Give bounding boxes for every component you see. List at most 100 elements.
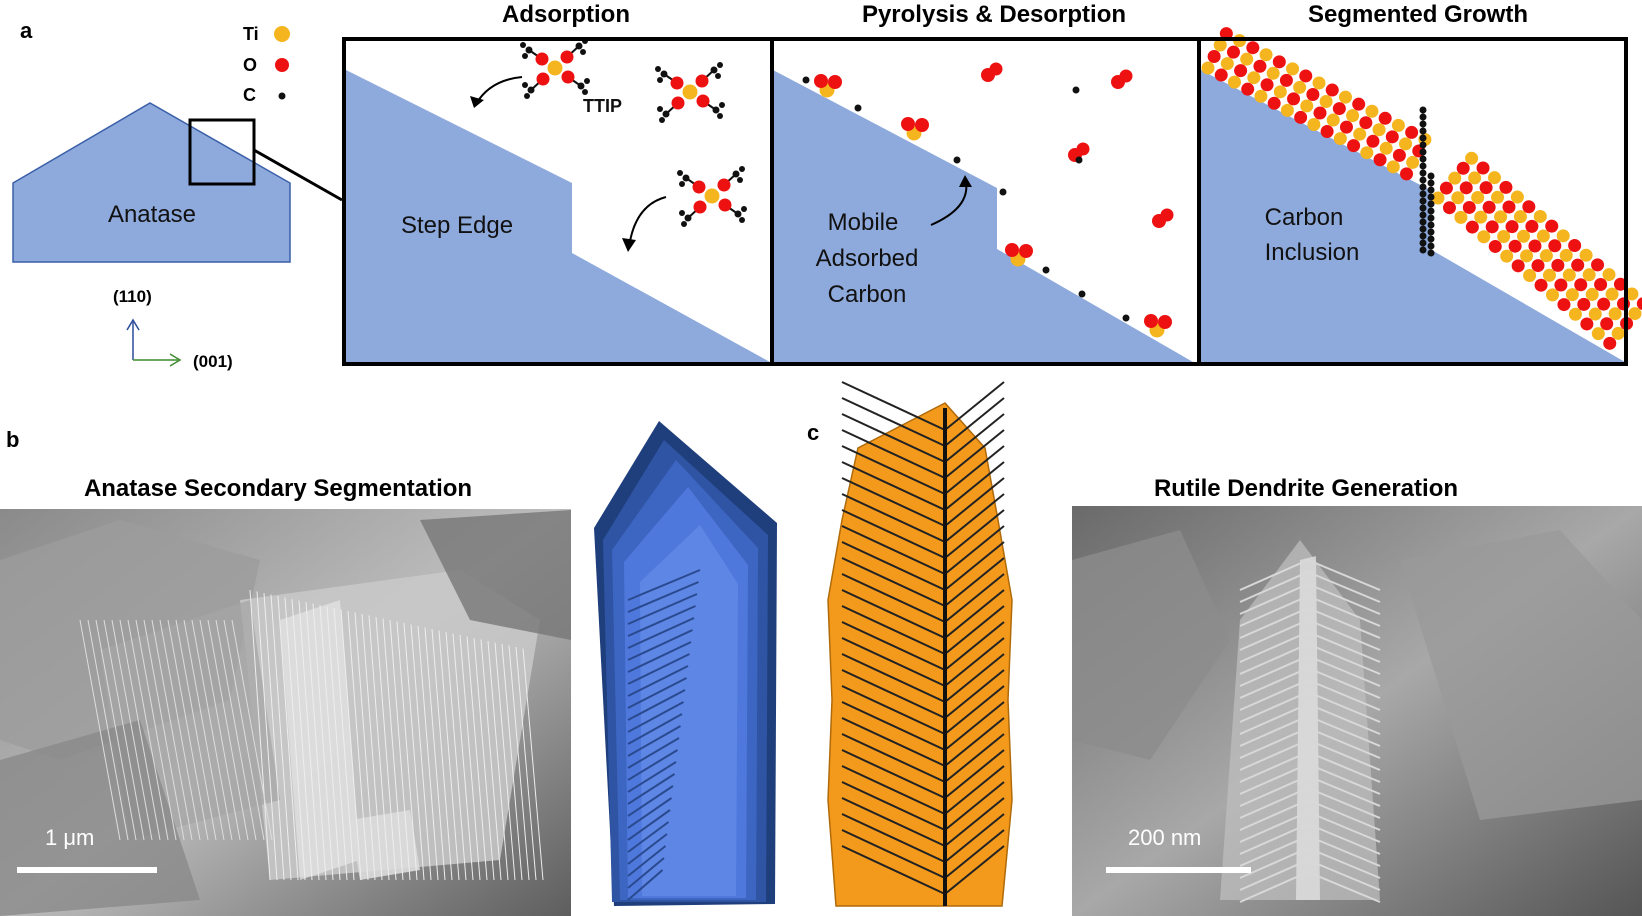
oxygen-atom xyxy=(1299,69,1313,83)
carbon-atom xyxy=(1427,179,1435,187)
sem-striation xyxy=(312,603,334,881)
sem-branch xyxy=(1307,835,1381,867)
titanium-atom xyxy=(1399,137,1413,151)
titanium-atom xyxy=(1353,127,1367,141)
carbon-atom xyxy=(1419,141,1427,149)
oxygen-atom xyxy=(1400,167,1414,181)
dendrite-branch xyxy=(841,589,946,639)
oxygen-atom xyxy=(717,178,731,192)
crystal-spike xyxy=(627,605,696,637)
dendrite-branch xyxy=(944,829,1005,879)
crystal-spike xyxy=(627,629,693,661)
dendrite-branch xyxy=(841,717,946,767)
adsorption-box: Step Edge TTIP xyxy=(346,70,770,362)
titanium-atom xyxy=(547,60,563,76)
sem-branch xyxy=(1239,727,1309,759)
carbon-atom xyxy=(1427,200,1435,208)
titanium-atom xyxy=(1312,76,1326,90)
carbon-atom xyxy=(953,156,961,164)
titanium-atom xyxy=(1300,99,1314,113)
carbon-atom xyxy=(1427,193,1435,201)
titanium-atom xyxy=(1259,48,1273,62)
oxygen-atom xyxy=(828,75,842,89)
oxygen-atom xyxy=(1574,278,1588,292)
oxygen-atom xyxy=(1005,243,1019,257)
titanium-atom xyxy=(1582,268,1596,282)
crystal-spike xyxy=(627,797,673,829)
sem-branch xyxy=(1239,703,1309,735)
carbon-atom xyxy=(659,117,665,123)
carbon-atom xyxy=(741,206,747,212)
carbon-atom xyxy=(684,214,692,222)
oxygen-atom xyxy=(1528,239,1542,253)
carbon-atom xyxy=(682,174,690,182)
carbon-atom xyxy=(715,73,721,79)
carbon-atom xyxy=(1419,218,1427,226)
dendrite-branch xyxy=(841,573,946,623)
carbon-atom xyxy=(1427,249,1435,257)
oxygen-atom xyxy=(693,200,707,214)
dendrite-branch xyxy=(944,397,1005,447)
carbon-atom xyxy=(1419,211,1427,219)
box-title-pyrolysis: Pyrolysis & Desorption xyxy=(862,1,1126,28)
carbon-atom xyxy=(1078,290,1086,298)
oxygen-atom xyxy=(1502,200,1516,214)
mobile-carbon-label-line2: Adsorbed xyxy=(816,245,919,272)
crystal-spike xyxy=(627,653,690,685)
sem-branch xyxy=(1239,811,1309,843)
oxygen-atom xyxy=(1160,208,1174,222)
carbon-atom xyxy=(1427,242,1435,250)
titanium-atom xyxy=(1326,113,1340,127)
titanium-atom xyxy=(1273,85,1287,99)
oxygen-atom xyxy=(1313,106,1327,120)
oxygen-atom xyxy=(1488,239,1502,253)
titanium-atom xyxy=(1591,327,1605,341)
sem-striation xyxy=(167,619,209,841)
dendrite-branch xyxy=(944,685,1005,735)
crystal-spike xyxy=(627,701,684,733)
sem-branch xyxy=(1239,715,1309,747)
carbon-atom xyxy=(1419,225,1427,233)
carbon-atom xyxy=(520,42,526,48)
sem-striation xyxy=(256,591,278,881)
oxygen-atom xyxy=(1253,59,1267,73)
carbon-atom xyxy=(525,46,533,54)
sem-branch xyxy=(1239,835,1309,867)
oxygen-atom xyxy=(1347,139,1361,153)
legend-ti-label: Ti xyxy=(243,24,259,44)
carbon-atom xyxy=(1419,232,1427,240)
titanium-atom xyxy=(1585,287,1599,301)
titanium-atom xyxy=(1379,141,1393,155)
oxygen-atom xyxy=(1158,315,1172,329)
carbon-atom xyxy=(1427,186,1435,194)
sem-striation xyxy=(445,631,467,881)
carbon-atom xyxy=(719,102,725,108)
sem-striation xyxy=(231,619,273,841)
dendrite-branch xyxy=(944,541,1005,591)
oxygen-atom xyxy=(1385,130,1399,144)
dendrite-branch xyxy=(841,749,946,799)
oxygen-atom xyxy=(1557,298,1571,312)
carbon-atom xyxy=(1419,106,1427,114)
carbon-atom xyxy=(681,221,687,227)
titanium-atom xyxy=(1568,307,1582,321)
mobile-carbon-label-line1: Mobile xyxy=(828,209,899,236)
sem-branch xyxy=(1239,559,1309,591)
oxygen-atom xyxy=(671,96,685,110)
dendrite-branch xyxy=(944,381,1005,431)
oxygen-atom xyxy=(1508,239,1522,253)
sem-branch xyxy=(1239,667,1309,699)
titanium-atom xyxy=(1471,191,1485,205)
crystal-spike xyxy=(627,689,686,721)
oxygen-atom xyxy=(1485,220,1499,234)
oxygen-atom xyxy=(1545,219,1559,233)
oxygen-atom xyxy=(1617,297,1631,311)
carbon-atom xyxy=(1427,221,1435,229)
oxygen-atom xyxy=(1600,317,1614,331)
sem-striation xyxy=(263,592,285,881)
carbon-atom xyxy=(524,93,530,99)
sem-branch xyxy=(1307,655,1381,687)
ttip-molecule xyxy=(520,38,590,99)
dendrite-branch xyxy=(841,509,946,559)
titanium-atom xyxy=(1254,89,1268,103)
